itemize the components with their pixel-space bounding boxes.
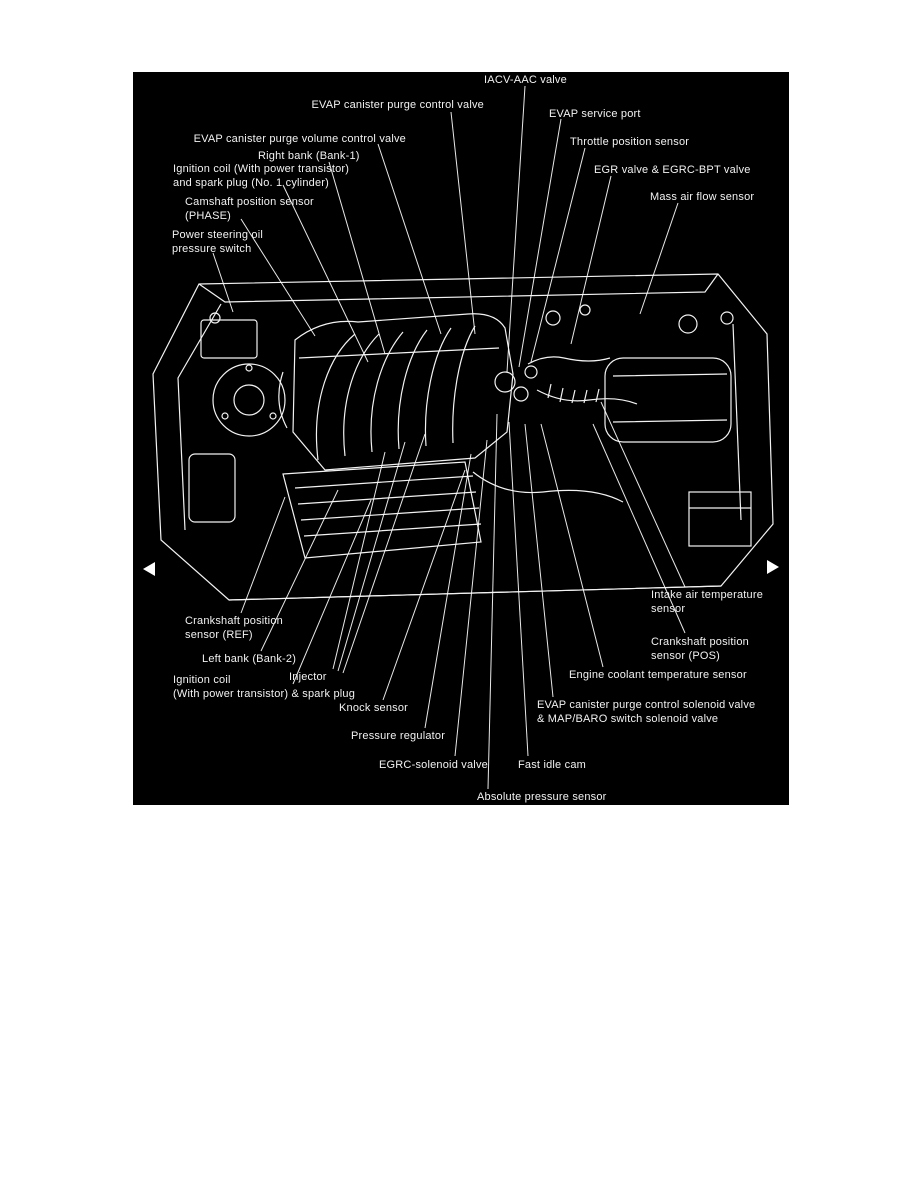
label-right-bank: Right bank (Bank-1) <box>258 150 360 162</box>
label-ignition-coil-spark-plug: Ignition coil (With power transistor) & … <box>173 674 356 700</box>
label-crankshaft-position-pos: Crankshaft position sensor (POS) <box>651 636 749 662</box>
label-left-bank: Left bank (Bank-2) <box>202 653 297 665</box>
label-evap-purge-solenoid-valve: EVAP canister purge control solenoid val… <box>537 699 756 725</box>
label-evap-service-port: EVAP service port <box>549 108 641 120</box>
label-fast-idle-cam: Fast idle cam <box>518 759 587 771</box>
label-camshaft-position-sensor: Camshaft position sensor (PHASE) <box>185 196 314 222</box>
label-mass-air-flow-sensor: Mass air flow sensor <box>650 191 755 203</box>
label-evap-purge-volume-valve: EVAP canister purge volume control valve <box>193 133 406 145</box>
label-evap-purge-control-valve: EVAP canister purge control valve <box>311 99 484 111</box>
label-power-steering-switch: Power steering oil pressure switch <box>172 229 264 255</box>
label-crankshaft-position-ref: Crankshaft position sensor (REF) <box>185 615 283 641</box>
label-absolute-pressure-sensor: Absolute pressure sensor <box>477 791 607 803</box>
label-throttle-position-sensor: Throttle position sensor <box>570 136 690 148</box>
right-arrow-icon <box>767 560 779 574</box>
label-engine-coolant-temp-sensor: Engine coolant temperature sensor <box>569 669 747 681</box>
left-arrow-icon <box>143 562 155 576</box>
label-intake-air-temp-sensor: Intake air temperature sensor <box>651 589 764 615</box>
engine-diagram-image: IACV-AAC valve EVAP canister purge contr… <box>133 72 789 805</box>
label-iacv-aac-valve: IACV-AAC valve <box>484 74 567 86</box>
label-egrc-solenoid-valve: EGRC-solenoid valve <box>379 759 488 771</box>
label-knock-sensor: Knock sensor <box>339 702 409 714</box>
label-egr-valve-egrc-bpt-valve: EGR valve & EGRC-BPT valve <box>594 164 751 176</box>
label-pressure-regulator: Pressure regulator <box>351 730 446 742</box>
label-ignition-coil-no1: Ignition coil (With power transistor) an… <box>173 163 350 189</box>
